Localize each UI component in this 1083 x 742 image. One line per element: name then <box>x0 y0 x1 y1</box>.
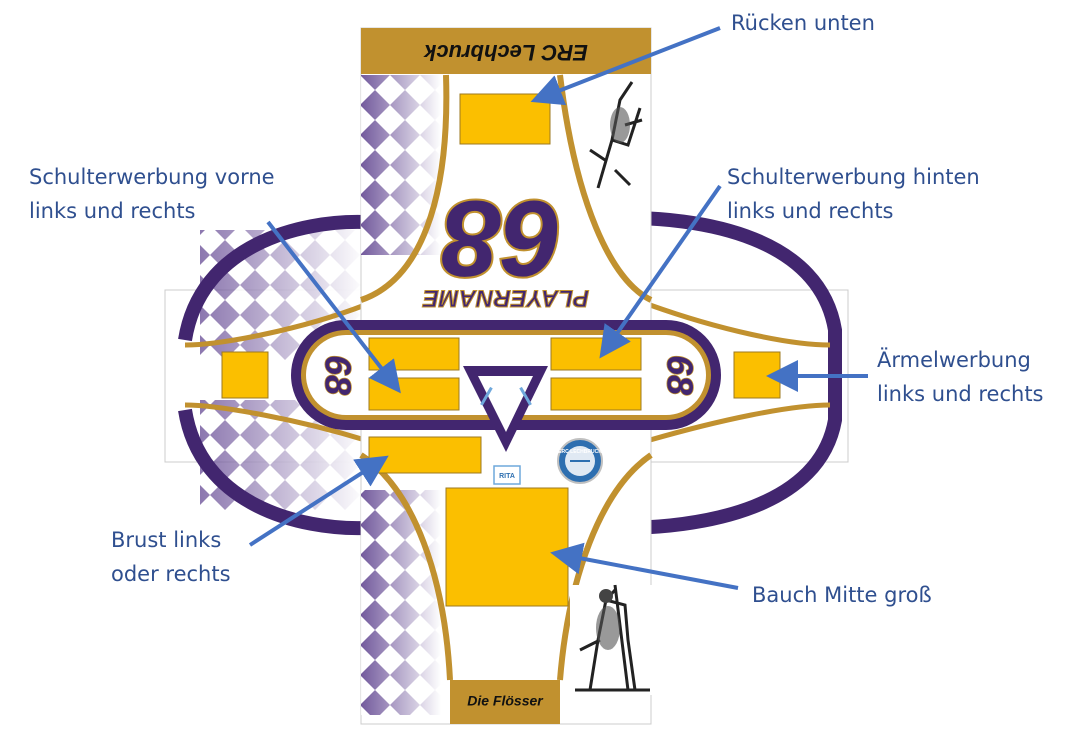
label-schulter-vorne: Schulterwerbung vorne links und rechts <box>29 160 275 228</box>
back-number: 68 <box>442 178 562 299</box>
arrow-schulter-hinten <box>599 184 722 359</box>
label-brust: Brust links oder rechts <box>111 523 231 591</box>
sponsor-logo <box>493 465 521 485</box>
player-name: PLAYERNAME <box>422 285 589 312</box>
ad-area-schulter-hinten-1 <box>550 337 642 371</box>
ad-area-ruecken-unten <box>459 93 551 145</box>
label-bauch-text: Bauch Mitte groß <box>752 583 932 607</box>
label-ruecken-unten: Rücken unten <box>731 6 875 40</box>
ad-areas <box>221 93 781 607</box>
sponsor-logo-text: RITA <box>499 473 515 480</box>
label-schulter-vorne-line2: links und rechts <box>29 199 196 223</box>
club-logo-text: ERC LECHBRUCK <box>558 449 602 455</box>
ad-area-aermel-links <box>221 351 269 399</box>
label-aermel-line1: Ärmelwerbung <box>877 348 1031 372</box>
shoulder-number-left: 68 <box>317 355 358 395</box>
ad-area-schulter-vorne-2 <box>368 377 460 411</box>
label-schulter-hinten-line2: links und rechts <box>727 199 894 223</box>
label-ruecken-unten-text: Rücken unten <box>731 11 875 35</box>
v-neck-collar <box>463 366 548 452</box>
label-aermel-line2: links und rechts <box>877 382 1044 406</box>
team-name: ERC Lechbruck <box>422 40 588 65</box>
ad-area-aermel-rechts <box>733 351 781 399</box>
arrow-bauch <box>550 542 739 590</box>
club-logo <box>557 438 603 484</box>
arrow-brust <box>248 455 389 547</box>
arrow-ruecken-unten <box>530 26 721 106</box>
label-brust-line1: Brust links <box>111 528 222 552</box>
ad-area-brust <box>368 436 482 474</box>
arrow-schulter-vorne <box>266 220 401 394</box>
ad-area-bauch <box>445 487 569 607</box>
label-schulter-vorne-line1: Schulterwerbung vorne <box>29 165 275 189</box>
label-bauch: Bauch Mitte groß <box>752 578 932 612</box>
label-schulter-hinten-line1: Schulterwerbung hinten <box>727 165 980 189</box>
ad-area-schulter-vorne-1 <box>368 337 460 371</box>
bottom-text: Die Flösser <box>467 693 544 709</box>
label-aermel: Ärmelwerbung links und rechts <box>877 343 1044 411</box>
ad-area-schulter-hinten-2 <box>550 377 642 411</box>
raftsman-illustration-top <box>588 78 646 190</box>
label-schulter-hinten: Schulterwerbung hinten links und rechts <box>727 160 980 228</box>
label-brust-line2: oder rechts <box>111 562 231 586</box>
pointer-arrows <box>248 26 868 590</box>
shoulder-number-right: 68 <box>659 355 700 395</box>
raftsman-illustration-bottom <box>570 584 652 695</box>
